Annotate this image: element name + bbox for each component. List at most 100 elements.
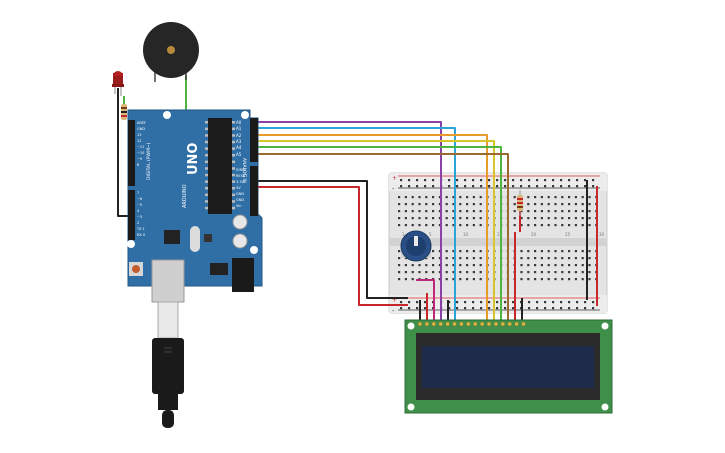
breadboard-hole (404, 257, 407, 260)
rail-hole (448, 307, 451, 310)
rail-hole (432, 185, 435, 188)
rail-hole (496, 179, 499, 182)
pin-label: A1 (236, 126, 242, 131)
wire-blue[interactable] (258, 127, 456, 322)
breadboard-hole (554, 196, 557, 199)
chip-leg (205, 187, 208, 190)
wire-yellow[interactable] (258, 140, 495, 322)
breadboard-hole (588, 196, 591, 199)
breadboard-hole (588, 264, 591, 267)
wire-orange[interactable] (258, 134, 488, 322)
pin-label: RX 0 (137, 233, 145, 237)
potentiometer[interactable] (400, 230, 432, 262)
breadboard-hole (540, 210, 543, 213)
chip-leg (205, 180, 208, 183)
wire-brown[interactable] (258, 153, 509, 322)
breadboard-hole (520, 278, 523, 281)
rail-hole (504, 179, 507, 182)
breadboard-hole (588, 224, 591, 227)
breadboard-hole (568, 217, 571, 220)
breadboard-column-numbers: 1 5 10 15 20 25 30 (402, 232, 605, 237)
column-number: 25 (565, 232, 571, 237)
chip-leg (205, 167, 208, 170)
breadboard-hole (459, 224, 462, 227)
breadboard-hole (445, 264, 448, 267)
breadboard-hole (547, 250, 550, 253)
wire-red-5v[interactable] (258, 186, 408, 306)
wire-green[interactable] (258, 146, 502, 322)
board-brand: ARDUINO (182, 184, 188, 208)
rail-hole (552, 185, 555, 188)
chip-leg (205, 173, 208, 177)
breadboard-hole (452, 217, 455, 220)
wire-black-gnd[interactable] (258, 180, 408, 299)
breadboard-hole (547, 203, 550, 206)
rail-plus-top: + (392, 175, 397, 182)
breadboard-hole (404, 271, 407, 274)
breadboard-hole (398, 278, 401, 281)
breadboard-hole (520, 271, 523, 274)
breadboard-hole (418, 196, 421, 199)
rail-hole (424, 179, 427, 182)
breadboard-hole (534, 250, 537, 253)
breadboard-hole (520, 250, 523, 253)
breadboard-hole (534, 203, 537, 206)
breadboard-hole (520, 217, 523, 220)
breadboard-hole (452, 203, 455, 206)
breadboard-hole (472, 257, 475, 260)
chip-leg (205, 121, 208, 124)
breadboard-resistor[interactable] (517, 190, 523, 216)
breadboard-hole (547, 224, 550, 227)
rail-hole (592, 185, 595, 188)
wire-contrast-pink[interactable] (416, 279, 435, 322)
breadboard-hole (398, 217, 401, 220)
pot-knob-indicator (414, 236, 418, 246)
breadboard-hole (534, 271, 537, 274)
breadboard-hole (404, 224, 407, 227)
breadboard-hole (445, 271, 448, 274)
breadboard-hole (459, 217, 462, 220)
rail-hole (528, 185, 531, 188)
red-led[interactable] (112, 71, 124, 96)
rail-hole (464, 185, 467, 188)
breadboard-hole (479, 210, 482, 213)
pin-label: RESET (236, 174, 248, 178)
breadboard-hole (574, 278, 577, 281)
breadboard-hole (568, 196, 571, 199)
breadboard-hole (425, 264, 428, 267)
breadboard-hole (425, 210, 428, 213)
breadboard-hole (404, 264, 407, 267)
lcd-pin (507, 321, 512, 327)
led-resistor[interactable] (121, 104, 127, 120)
wire-led-black[interactable] (117, 88, 128, 217)
breadboard-hole (411, 217, 414, 220)
rail-hole (472, 307, 475, 310)
rail-hole (480, 179, 483, 182)
lcd-pin (514, 321, 519, 327)
wire-purple[interactable] (258, 121, 442, 322)
lcd-16x2[interactable] (404, 319, 613, 414)
breadboard-hole (432, 217, 435, 220)
lcd-pin (417, 321, 423, 327)
reset-button[interactable] (132, 265, 140, 273)
breadboard-hole (568, 203, 571, 206)
chip-leg (232, 160, 235, 164)
breadboard-hole (513, 224, 516, 227)
analog-pin-labels: A0 A1 A2 A3 A4 A5 (236, 120, 242, 157)
piezo-buzzer[interactable] (143, 22, 199, 82)
arduino-uno[interactable]: UNO ARDUINO DIGITAL (PWM~) ANALOG IN A0 … (127, 109, 263, 303)
breadboard-hole (513, 217, 516, 220)
breadboard-hole (574, 210, 577, 213)
pin-label: ~10 (137, 151, 144, 155)
breadboard-hole (472, 196, 475, 199)
breadboard-hole (411, 196, 414, 199)
breadboard-hole (479, 224, 482, 227)
pin-label: ~11 (137, 145, 144, 149)
breadboard-hole (432, 257, 435, 260)
usb-cable (152, 301, 184, 428)
rail-hole (488, 185, 491, 188)
breadboard-hole (459, 257, 462, 260)
breadboard-hole (547, 217, 550, 220)
breadboard-hole (561, 217, 564, 220)
rail-hole (416, 307, 419, 310)
